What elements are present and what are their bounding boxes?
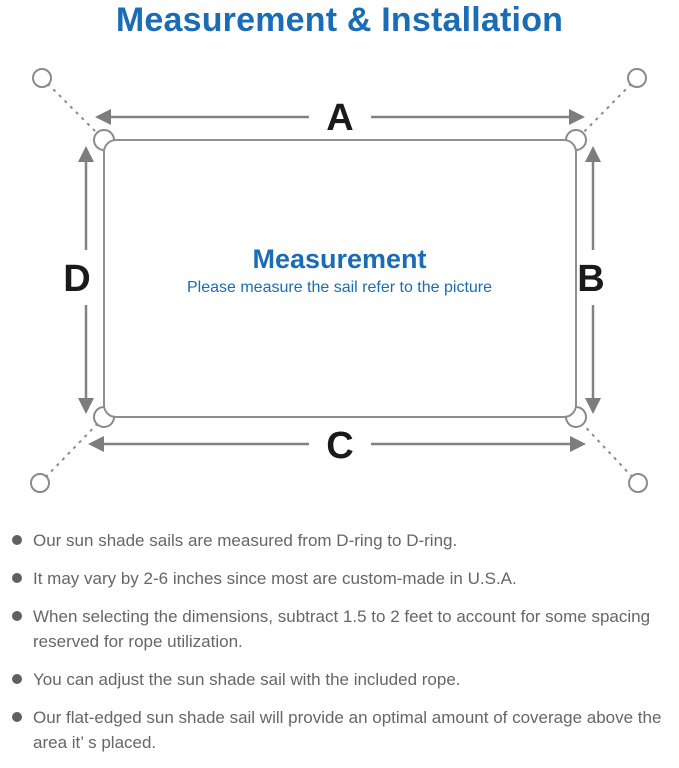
note-text: You can adjust the sun shade sail with t… bbox=[33, 670, 461, 689]
list-item: Our sun shade sails are measured from D-… bbox=[12, 528, 673, 553]
arrowhead-left-icon bbox=[88, 436, 104, 452]
arrowhead-down-icon bbox=[585, 398, 601, 414]
anchor-point-icon bbox=[30, 473, 50, 493]
bullet-icon bbox=[12, 712, 22, 722]
guy-line-bottom-left bbox=[39, 416, 105, 484]
dimension-label-b: B bbox=[577, 258, 604, 300]
guy-lines bbox=[39, 77, 639, 484]
dimension-label-d: D bbox=[63, 258, 90, 300]
guy-line-bottom-right bbox=[575, 416, 639, 484]
anchor-points bbox=[30, 68, 648, 493]
page-title: Measurement & Installation bbox=[115, 1, 564, 39]
sail-outline bbox=[103, 139, 577, 418]
anchor-point-icon bbox=[32, 68, 52, 88]
measurement-diagram: A B C D bbox=[30, 68, 648, 493]
bullet-icon bbox=[12, 535, 22, 545]
list-item: You can adjust the sun shade sail with t… bbox=[12, 667, 673, 692]
bullet-icon bbox=[12, 573, 22, 583]
bullet-icon bbox=[12, 611, 22, 621]
list-item: Our flat-edged sun shade sail will provi… bbox=[12, 705, 673, 755]
arrowhead-up-icon bbox=[78, 146, 94, 162]
arrowhead-right-icon bbox=[570, 436, 586, 452]
guy-line-top-left bbox=[41, 77, 105, 141]
note-text: It may vary by 2-6 inches since most are… bbox=[33, 569, 517, 588]
note-text: Our sun shade sails are measured from D-… bbox=[33, 531, 458, 550]
bullet-icon bbox=[12, 674, 22, 684]
dimension-label-c: C bbox=[326, 425, 353, 467]
diagram-subheading: Please measure the sail refer to the pic… bbox=[186, 279, 493, 296]
arrowhead-down-icon bbox=[78, 398, 94, 414]
diagram-heading: Measurement bbox=[252, 244, 427, 274]
notes-list: Our sun shade sails are measured from D-… bbox=[12, 528, 673, 768]
anchor-point-icon bbox=[628, 473, 648, 493]
list-item: It may vary by 2-6 inches since most are… bbox=[12, 566, 673, 591]
arrowheads bbox=[78, 109, 601, 452]
guy-line-top-right bbox=[575, 77, 638, 141]
dimension-lines bbox=[84, 115, 595, 446]
note-text: When selecting the dimensions, subtract … bbox=[33, 607, 651, 651]
arrowhead-up-icon bbox=[585, 146, 601, 162]
arrowhead-right-icon bbox=[569, 109, 585, 125]
anchor-point-icon bbox=[627, 68, 647, 88]
note-text: Our flat-edged sun shade sail will provi… bbox=[33, 708, 662, 752]
dimension-label-a: A bbox=[326, 97, 353, 139]
list-item: When selecting the dimensions, subtract … bbox=[12, 604, 673, 654]
arrowhead-left-icon bbox=[95, 109, 111, 125]
